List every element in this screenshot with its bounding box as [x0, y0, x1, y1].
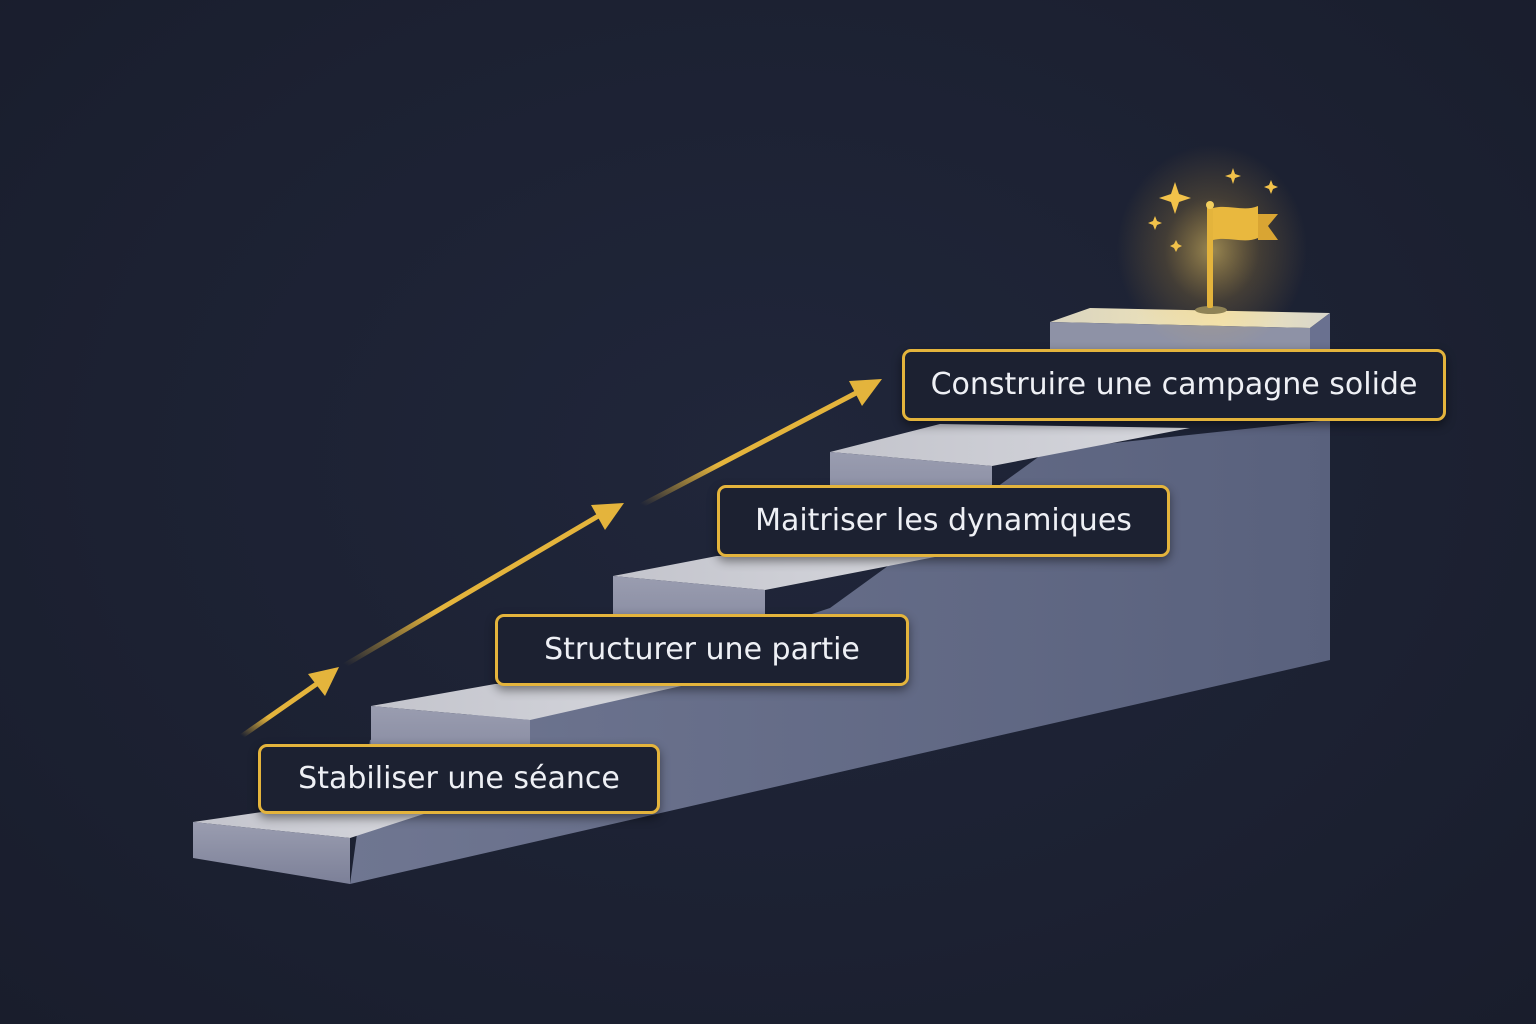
step-label-1: Stabiliser une séance — [258, 744, 660, 814]
arrow-icon — [342, 503, 624, 668]
step-label-text: Stabiliser une séance — [298, 761, 620, 796]
arrow-icon — [639, 379, 882, 508]
stair-step-1 — [193, 812, 430, 884]
arrow-icon — [239, 667, 339, 739]
step-label-3: Maitriser les dynamiques — [717, 485, 1170, 557]
sparkle-icon — [1148, 168, 1278, 252]
step-label-text: Structurer une partie — [544, 632, 860, 667]
step-label-text: Construire une campagne solide — [930, 367, 1418, 402]
step-label-4: Construire une campagne solide — [902, 349, 1446, 421]
step-label-text: Maitriser les dynamiques — [755, 503, 1132, 538]
step-label-2: Structurer une partie — [495, 614, 909, 686]
flag-icon — [1195, 201, 1278, 314]
